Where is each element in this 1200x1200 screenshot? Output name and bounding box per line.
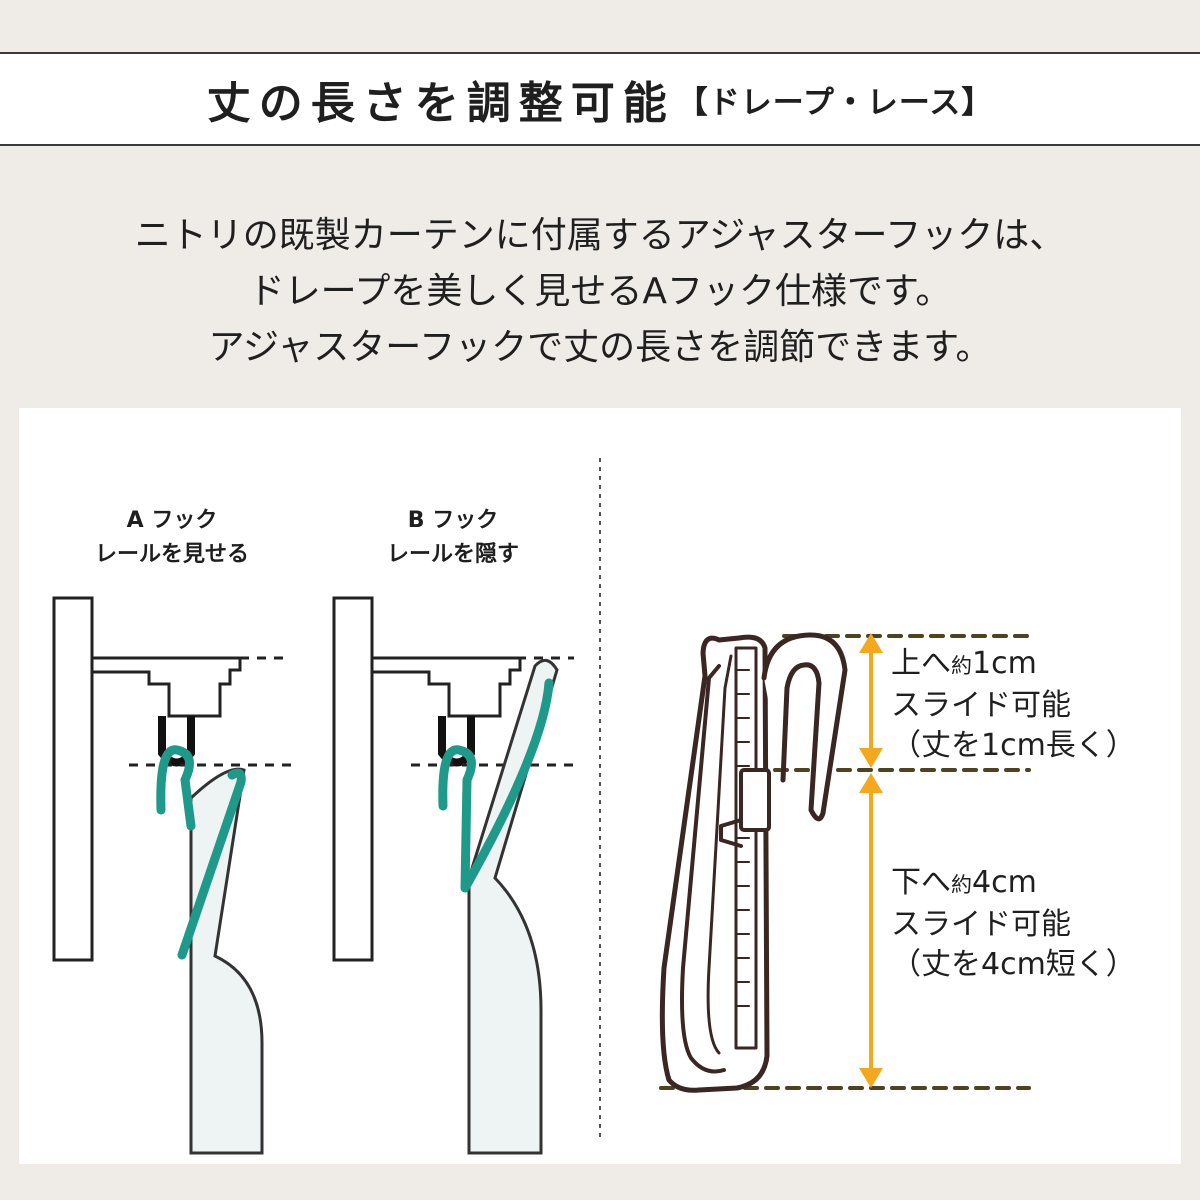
slide-down-note: （丈を4cm短く） bbox=[891, 947, 1136, 982]
slide-up-amount: 1cm bbox=[972, 646, 1037, 681]
adjuster-scale-ticks bbox=[735, 669, 750, 1007]
slide-down-approx: 約 bbox=[951, 873, 972, 897]
page-subtitle: 【ドレープ・レース】 bbox=[676, 84, 994, 121]
slide-down-action: スライド可能 bbox=[891, 907, 1071, 942]
a-hook-label: A フック レールを見せる bbox=[52, 504, 292, 572]
adjuster-scale bbox=[734, 646, 758, 1050]
slide-down-amount: 4cm bbox=[972, 865, 1037, 900]
slide-down-prefix: 下へ bbox=[891, 865, 951, 900]
slide-up-action: スライド可能 bbox=[891, 688, 1071, 723]
title-band: 丈の長さを調整可能 【ドレープ・レース】 bbox=[0, 52, 1200, 146]
b-hook-label: B フック レールを隠す bbox=[333, 504, 573, 572]
a-hook bbox=[156, 745, 246, 960]
diagram-svg bbox=[52, 458, 1031, 1155]
b-wall-bracket bbox=[332, 596, 374, 962]
slide-arrow-down bbox=[859, 773, 883, 1088]
b-hook-diagram bbox=[332, 596, 574, 1155]
b-hook bbox=[438, 678, 554, 893]
a-runner bbox=[158, 716, 195, 767]
a-rail bbox=[90, 656, 242, 718]
a-hook-desc: レールを見せる bbox=[94, 542, 249, 567]
slide-up-prefix: 上へ bbox=[891, 646, 951, 681]
adjuster-inner-curve bbox=[680, 664, 726, 1074]
a-wall-bracket bbox=[52, 596, 94, 962]
diagram-panel: A フック レールを見せる B フック レールを隠す 上へ約1cm スライド可能… bbox=[19, 408, 1181, 1164]
slide-up-note: （丈を1cm長く） bbox=[891, 728, 1136, 763]
adjuster-hook-top bbox=[761, 632, 848, 822]
b-rail bbox=[370, 656, 522, 718]
slide-up-approx: 約 bbox=[951, 654, 972, 678]
b-curtain bbox=[467, 658, 559, 1155]
slide-arrow-up bbox=[859, 633, 883, 768]
adjuster-hook bbox=[659, 632, 1031, 1093]
intro-text: ニトリの既製カーテンに付属するアジャスターフックは、 ドレープを美しく見せるAフ… bbox=[0, 208, 1200, 376]
intro-line-1: ニトリの既製カーテンに付属するアジャスターフックは、 bbox=[134, 215, 1066, 256]
intro-line-2: ドレープを美しく見せるAフック仕様です。 bbox=[248, 271, 952, 312]
a-hook-name: A フック bbox=[126, 508, 218, 533]
a-hook-diagram bbox=[52, 596, 291, 1155]
slide-up-label: 上へ約1cm スライド可能 （丈を1cm長く） bbox=[891, 644, 1136, 766]
slide-down-label: 下へ約4cm スライド可能 （丈を4cm短く） bbox=[891, 863, 1136, 985]
page-title: 丈の長さを調整可能 bbox=[206, 78, 675, 129]
adjuster-inner-curve-2 bbox=[706, 654, 733, 1055]
adjuster-slider bbox=[739, 768, 771, 832]
b-hook-desc: レールを隠す bbox=[386, 542, 519, 567]
b-hook-name: B フック bbox=[407, 508, 499, 533]
intro-line-3: アジャスターフックで丈の長さを調節できます。 bbox=[208, 327, 992, 368]
adjuster-slider-tab bbox=[719, 818, 743, 848]
